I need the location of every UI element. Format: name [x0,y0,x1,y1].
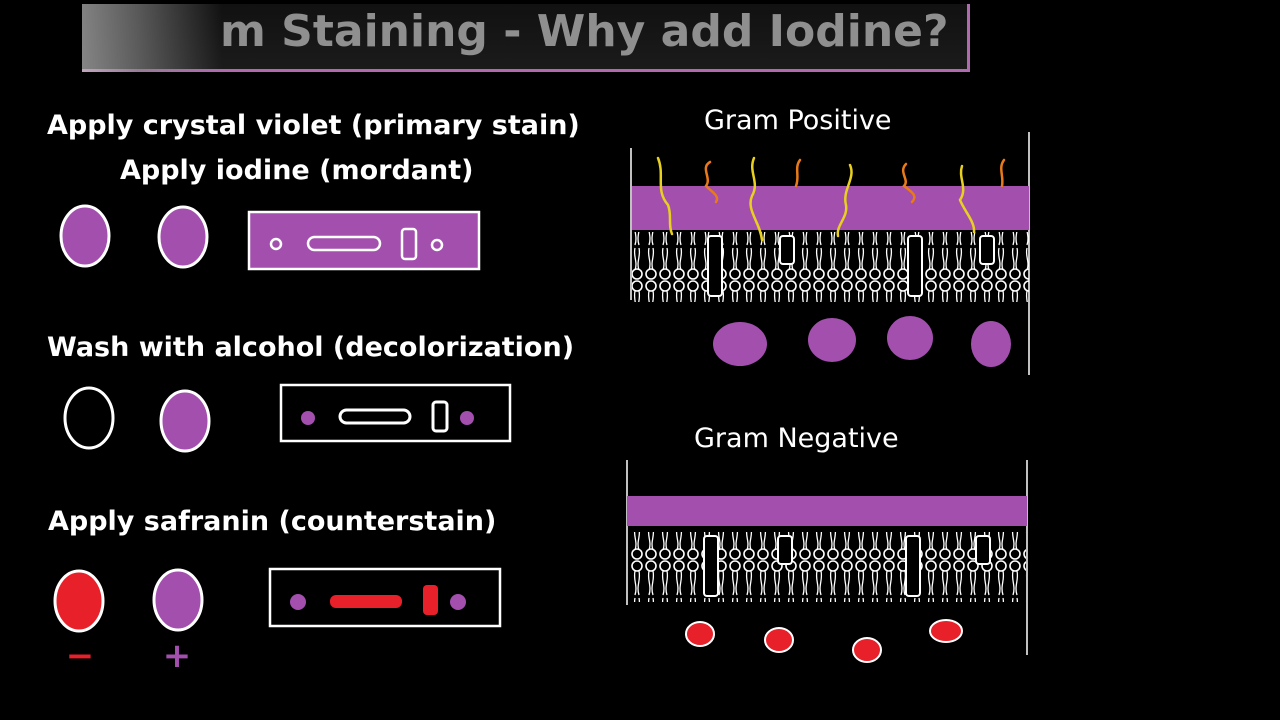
step-iodine-label: Apply iodine (mordant) [120,155,474,186]
step-alcohol-label: Wash with alcohol (decolorization) [47,332,575,363]
row3-cell-negative [53,569,105,633]
gram-positive-heading: Gram Positive [704,105,892,136]
row2-crystal-complex [279,383,512,443]
page-title: m Staining - Why add Iodine? [220,6,949,57]
step-safranin-label: Apply safranin (counterstain) [48,506,497,537]
row3-cell-positive [152,568,204,632]
gram-negative-heading: Gram Negative [694,423,899,454]
row1-cell-right [157,205,209,269]
row2-cell-left [63,386,115,450]
gram-negative-peptidoglycan [627,496,1027,526]
title-banner [82,4,970,72]
gram-positive-panel [630,132,1030,375]
gram-negative-membrane [629,532,1026,602]
row3-crystal-complex [268,567,502,628]
gram-positive-membrane [632,232,1029,302]
positive-sign: + [163,636,192,676]
row1-crystal-complex [247,210,481,271]
row3-cells [53,568,204,633]
gram-negative-safranin-dots [685,619,963,663]
row1-cells [59,204,209,269]
row1-cell-left [59,204,111,268]
gram-negative-panel [626,460,1028,663]
row2-cell-right [159,389,211,453]
gram-positive-peptidoglycan [632,186,1029,230]
title-banner-fade [82,4,222,72]
step-crystal-violet-label: Apply crystal violet (primary stain) [47,110,580,141]
gram-positive-crystal-violet-dots [713,316,1011,367]
negative-sign: − [66,636,95,676]
row2-cells [63,386,211,453]
teichoic-acids [656,156,1006,242]
